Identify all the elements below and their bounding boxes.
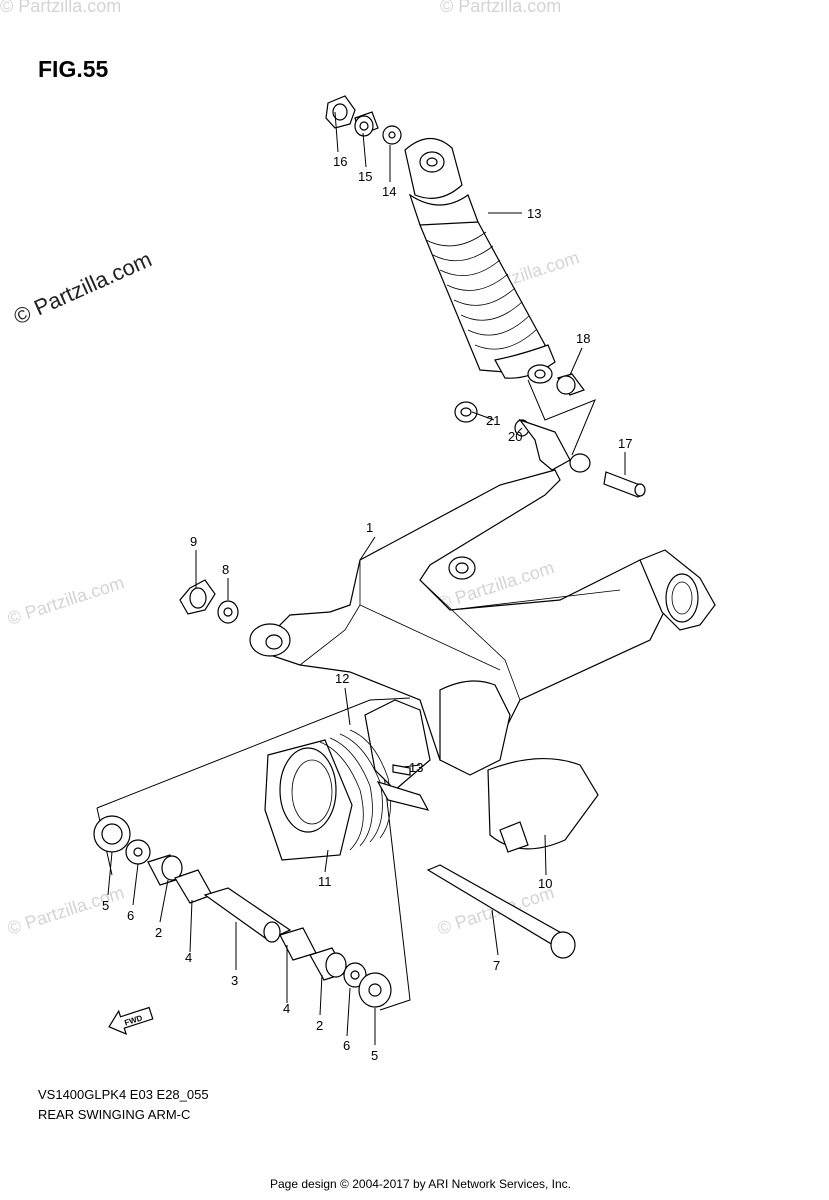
- callout-4: 4: [283, 1001, 290, 1016]
- callout-2: 2: [155, 925, 162, 940]
- callout-6: 6: [343, 1038, 350, 1053]
- callout-15: 14: [382, 184, 396, 199]
- callout-12: 12: [335, 671, 349, 686]
- leader-lines: [107, 111, 626, 1045]
- callout-8: 8: [222, 562, 229, 577]
- callout-1: 1: [366, 520, 373, 535]
- top-hardware: [325, 95, 402, 145]
- shock-absorber: [404, 137, 556, 384]
- callout-14: 13: [527, 206, 541, 221]
- callout-13: 13: [409, 760, 423, 775]
- protector-cover: [487, 758, 599, 853]
- figure-title: FIG.55: [38, 56, 109, 82]
- watermark-faint: © Partzilla.com: [5, 572, 127, 629]
- callout-5: 5: [102, 898, 109, 913]
- callout-numbers: 16 15 14 13 18 17 21 20 1 9 8 12 13 11 1…: [102, 154, 632, 1063]
- callout-4: 4: [185, 950, 192, 965]
- callout-20: 20: [508, 429, 522, 444]
- callout-9: 9: [190, 534, 197, 549]
- watermark-faint: © Partzilla.com: [0, 0, 121, 16]
- guide-lines: [96, 379, 596, 1011]
- pivot-shaft: [426, 864, 576, 959]
- watermark-faint: © Partzilla.com: [440, 0, 561, 16]
- pivot-hardware: [179, 579, 239, 624]
- callout-3: 3: [231, 973, 238, 988]
- callout-6: 6: [127, 908, 134, 923]
- callout-11: 11: [318, 874, 332, 889]
- swing-arm: [249, 418, 716, 776]
- callout-19: 18: [576, 331, 590, 346]
- callout-21: 21: [486, 413, 500, 428]
- callout-7: 7: [493, 958, 500, 973]
- callout-17: 16: [333, 154, 347, 169]
- forward-arrow-icon: FWD: [108, 1006, 154, 1035]
- model-code: VS1400GLPK4 E03 E28_055: [38, 1087, 209, 1102]
- callout-10: 10: [538, 876, 552, 891]
- callout-16: 15: [358, 169, 372, 184]
- page-copyright: Page design © 2004-2017 by ARI Network S…: [270, 1177, 572, 1191]
- callout-18: 17: [618, 436, 632, 451]
- callout-2: 2: [316, 1018, 323, 1033]
- watermark-main: © Partzilla.com: [10, 246, 156, 329]
- diagram-caption: REAR SWINGING ARM-C: [38, 1107, 191, 1122]
- bearing-row: [93, 815, 392, 1008]
- rubber-boot: [264, 699, 431, 861]
- callout-5: 5: [371, 1048, 378, 1063]
